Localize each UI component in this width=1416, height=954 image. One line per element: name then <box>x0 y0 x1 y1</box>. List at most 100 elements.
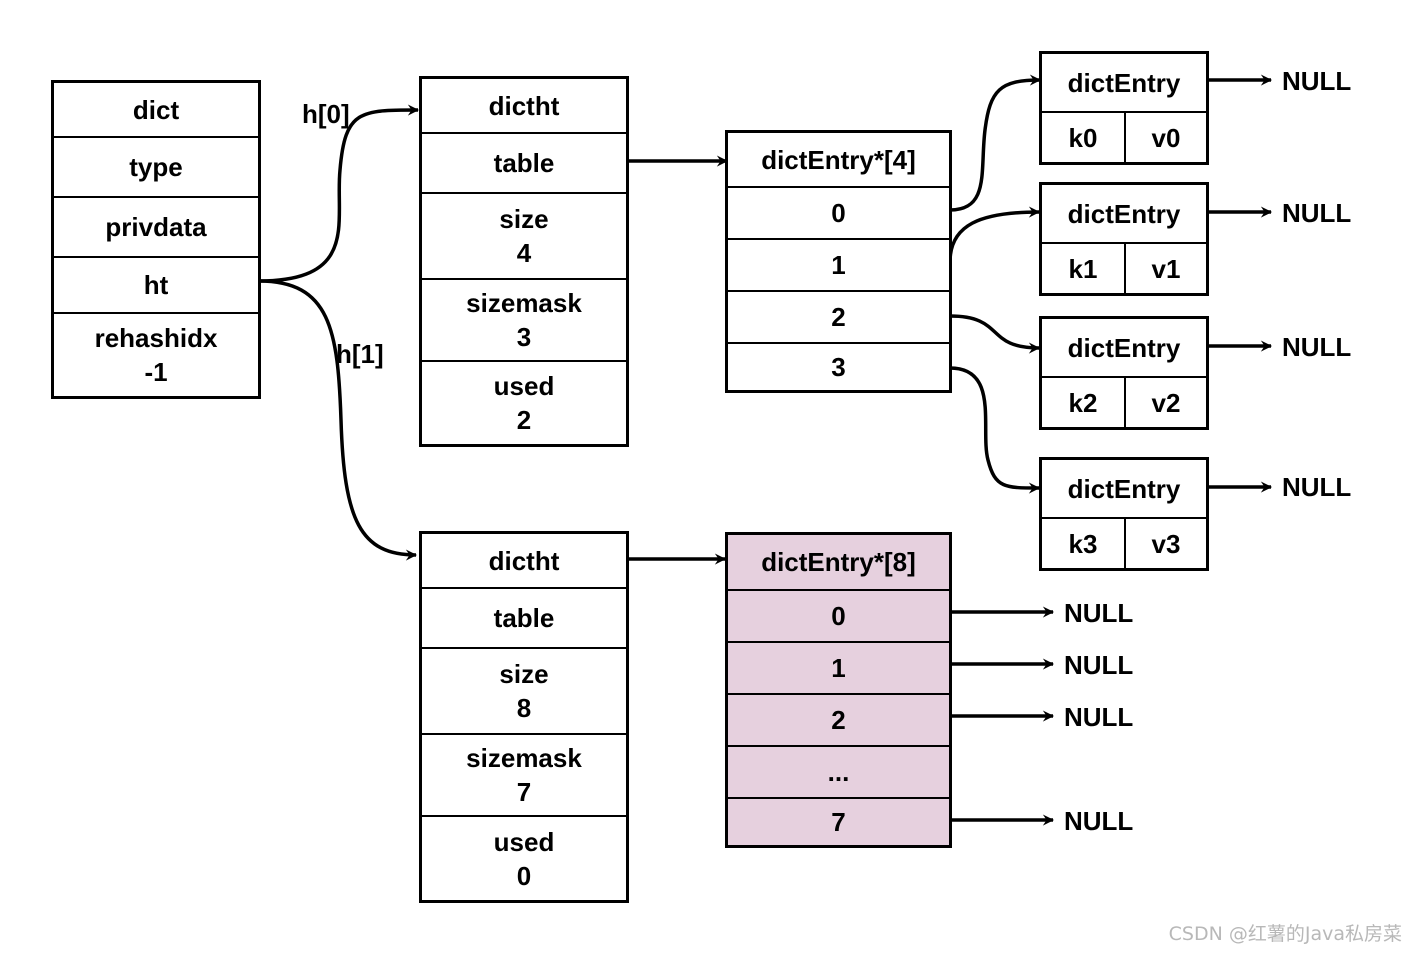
table-1-box: dictEntry*[8] 0 1 2 ... 7 <box>725 532 952 848</box>
table-1-slot-label: 7 <box>831 807 846 837</box>
dictht-0-title: dictht <box>422 79 626 132</box>
table-1-slot: 2 <box>728 693 949 745</box>
dictht-1-sizemask: sizemask 7 <box>422 733 626 815</box>
dictht-1-size-label: size <box>499 659 549 689</box>
dict-entry-3: dictEntry k3 v3 <box>1039 457 1209 571</box>
table-0-title: dictEntry*[4] <box>728 133 949 186</box>
dict-entry-title: dictEntry <box>1042 185 1206 242</box>
dict-entry-kv: k3 v3 <box>1042 517 1206 568</box>
dict-entry-title-text: dictEntry <box>1067 198 1181 229</box>
dict-rehashidx: rehashidx -1 <box>54 312 258 396</box>
table-1-slot: 1 <box>728 641 949 693</box>
dict-entry-title: dictEntry <box>1042 54 1206 111</box>
dict-entry-key: k0 <box>1042 113 1126 162</box>
dictht-1-title-text: dictht <box>488 545 560 576</box>
table-0-slot-label: 0 <box>831 198 846 228</box>
dict-ht-text: ht <box>143 270 169 300</box>
dict-title: dict <box>54 83 258 136</box>
table-0-slot-label: 3 <box>831 352 846 382</box>
arrow-slot3-entry3 <box>949 366 1041 494</box>
dictht-1-sizemask-value: 7 <box>516 777 532 807</box>
table-1-title-text: dictEntry*[8] <box>761 547 916 577</box>
table-0-slot: 3 <box>728 342 949 390</box>
table-0-slot-label: 1 <box>831 250 846 280</box>
table-0-slot: 2 <box>728 290 949 342</box>
edge-label-h0: h[0] <box>302 99 350 129</box>
dictht-0-sizemask-value: 3 <box>516 322 532 352</box>
dict-entry-title: dictEntry <box>1042 460 1206 517</box>
dict-entry-kv: k2 v2 <box>1042 376 1206 427</box>
dict-privdata: privdata <box>54 196 258 256</box>
dict-type-text: type <box>129 152 183 182</box>
watermark: CSDN @红薯的Java私房菜 <box>1168 923 1402 945</box>
dictht-0-size: size 4 <box>422 192 626 278</box>
dictht-1-used: used 0 <box>422 815 626 900</box>
table-0-slot-label: 2 <box>831 302 846 332</box>
dict-ht: ht <box>54 256 258 312</box>
dictht-0-box: dictht table size 4 sizemask 3 used 2 <box>419 76 629 447</box>
dict-entry-title: dictEntry <box>1042 319 1206 376</box>
dict-box: dict type privdata ht rehashidx -1 <box>51 80 261 399</box>
table-1-null: NULL <box>1064 806 1134 836</box>
dict-type: type <box>54 136 258 196</box>
dictht-1-size-value: 8 <box>516 693 532 723</box>
dict-entry-0: dictEntry k0 v0 <box>1039 51 1209 165</box>
dict-entry-kv: k0 v0 <box>1042 111 1206 162</box>
dict-entry-1: dictEntry k1 v1 <box>1039 182 1209 296</box>
dictht-0-title-text: dictht <box>488 90 560 121</box>
table-0-box: dictEntry*[4] 0 1 2 3 <box>725 130 952 393</box>
table-1-slot: 7 <box>728 797 949 845</box>
dict-entry-value: v2 <box>1151 387 1181 418</box>
rehashidx-value: -1 <box>144 357 168 387</box>
dict-entry-value: v1 <box>1151 253 1181 284</box>
dictht-0-used: used 2 <box>422 360 626 444</box>
table-1-null: NULL <box>1064 702 1134 732</box>
table-1-slot-label: 2 <box>831 705 846 735</box>
dict-entry-key: k1 <box>1042 244 1126 293</box>
dictht-0-sizemask-label: sizemask <box>466 288 582 318</box>
table-1-null: NULL <box>1064 598 1134 628</box>
dictht-1-size: size 8 <box>422 647 626 733</box>
dict-entry-key: k2 <box>1042 378 1126 427</box>
dictht-1-used-value: 0 <box>516 860 532 891</box>
dict-privdata-text: privdata <box>105 212 207 242</box>
dict-title-text: dict <box>132 94 180 125</box>
arrow-slot0-entry0 <box>949 74 1042 212</box>
table-1-slot-label: 1 <box>831 653 846 683</box>
dictht-1-used-label: used <box>493 826 555 857</box>
entry-3-null: NULL <box>1282 472 1352 502</box>
dictht-1-title: dictht <box>422 534 626 587</box>
dictht-0-size-value: 4 <box>516 238 532 268</box>
table-1-slot-label: 0 <box>831 601 846 631</box>
arrow-h1 <box>258 279 418 561</box>
table-1-null: NULL <box>1064 650 1134 680</box>
entry-1-null: NULL <box>1282 198 1352 228</box>
dictht-0-table-text: table <box>493 148 555 178</box>
dict-entry-2: dictEntry k2 v2 <box>1039 316 1209 430</box>
dict-entry-key: k3 <box>1042 519 1126 568</box>
dictht-0-table: table <box>422 132 626 192</box>
arrow-slot1-entry1 <box>948 206 1041 263</box>
table-1-title: dictEntry*[8] <box>728 535 949 589</box>
arrow-h0 <box>258 104 420 283</box>
dict-entry-value: v0 <box>1151 122 1181 153</box>
table-0-title-text: dictEntry*[4] <box>761 144 916 175</box>
dict-entry-value: v3 <box>1151 528 1181 559</box>
dict-entry-title-text: dictEntry <box>1067 67 1181 98</box>
dictht-1-sizemask-label: sizemask <box>466 743 582 773</box>
dict-entry-title-text: dictEntry <box>1067 332 1181 363</box>
table-1-slot: 0 <box>728 589 949 641</box>
dictht-1-table: table <box>422 587 626 647</box>
dict-entry-title-text: dictEntry <box>1067 473 1181 504</box>
dictht-0-used-label: used <box>493 371 555 401</box>
dictht-0-used-value: 2 <box>516 405 532 435</box>
dictht-0-size-label: size <box>499 204 549 234</box>
entry-0-null: NULL <box>1282 66 1352 96</box>
dictht-1-table-text: table <box>493 603 555 633</box>
table-0-slot: 1 <box>728 238 949 290</box>
rehashidx-label: rehashidx <box>94 323 218 353</box>
arrow-slot2-entry2 <box>949 314 1041 354</box>
dict-entry-kv: k1 v1 <box>1042 242 1206 293</box>
dictht-0-sizemask: sizemask 3 <box>422 278 626 360</box>
edge-label-h1: h[1] <box>336 339 384 369</box>
